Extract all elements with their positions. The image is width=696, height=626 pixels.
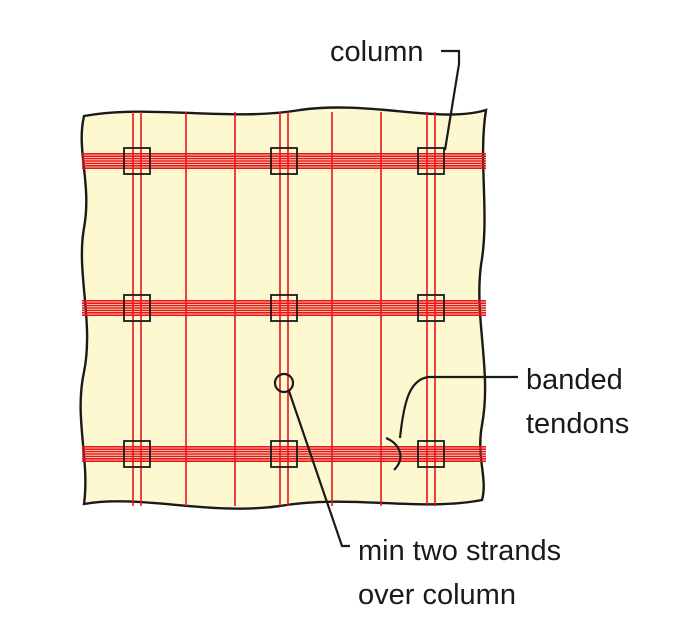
column-square bbox=[417, 147, 445, 175]
column-square bbox=[123, 147, 151, 175]
column-square bbox=[270, 440, 298, 468]
column-leader bbox=[441, 49, 461, 151]
min-strands-label-line2: over column bbox=[358, 579, 516, 611]
strand-marker-circle bbox=[273, 372, 295, 394]
column-square bbox=[417, 440, 445, 468]
column-label: column bbox=[330, 36, 424, 68]
banded-tendons-label-line2: tendons bbox=[526, 408, 629, 440]
banded-tendons-leader bbox=[398, 375, 518, 439]
column-square bbox=[270, 294, 298, 322]
min-strands-leader bbox=[287, 390, 350, 548]
banded-tendons-label-line1: banded bbox=[526, 364, 623, 396]
column-square bbox=[270, 147, 298, 175]
min-strands-label-line1: min two strands bbox=[358, 535, 561, 567]
banded-tendons-bracket bbox=[385, 436, 402, 471]
column-square bbox=[123, 294, 151, 322]
column-layer bbox=[123, 147, 445, 468]
column-square bbox=[417, 294, 445, 322]
column-square bbox=[123, 440, 151, 468]
